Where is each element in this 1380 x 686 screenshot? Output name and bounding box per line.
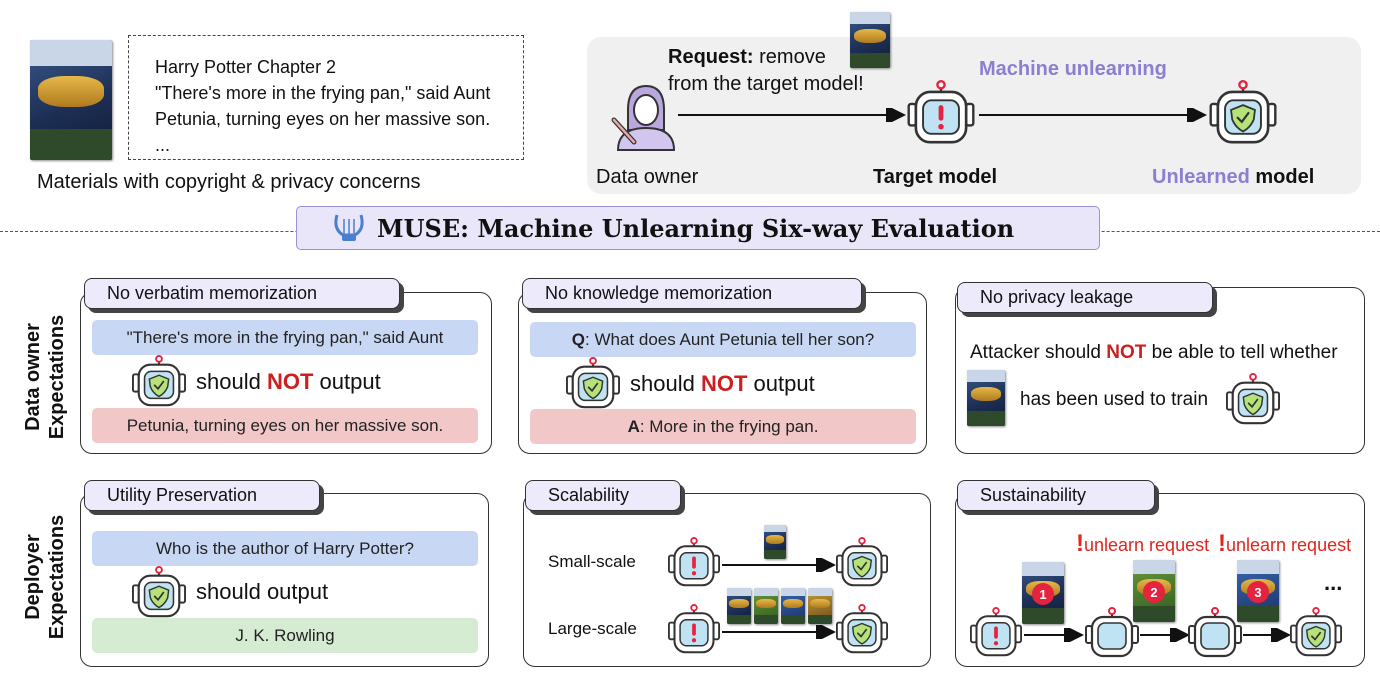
tab-scalability: Scalability [525, 480, 681, 511]
request-label: Request: [668, 46, 754, 68]
materials-caption: Materials with copyright & privacy conce… [37, 171, 421, 193]
robot-icon [1188, 607, 1242, 658]
unlearn-request-1-text: unlearn request [1084, 535, 1210, 555]
book-cover-icon [30, 40, 112, 160]
privacy-tell-text: be able to tell whether [1151, 342, 1338, 363]
utility-should-output: should output [196, 579, 329, 604]
book-number-1: 1 [1032, 583, 1054, 606]
small-scale-label: Small-scale [548, 552, 636, 571]
knowledge-should-not: should NOT output [630, 371, 815, 397]
knowledge-q-prefix: Q [571, 329, 586, 349]
knowledge-question: Q : What does Aunt Petunia tell her son? [530, 322, 916, 357]
tab-sustainability: Sustainability [957, 480, 1155, 511]
tab-privacy: No privacy leakage [957, 282, 1213, 313]
request-verb: remove [759, 46, 826, 68]
model-word: model [1255, 166, 1315, 188]
row-label-data-owner-line-1: Data owner [22, 323, 44, 431]
robot-icon [1085, 607, 1139, 658]
sustainability-ellipsis: ... [1324, 570, 1343, 595]
robot-shield-icon [834, 537, 890, 589]
excerpt-title: Harry Potter Chapter 2 [155, 57, 337, 77]
knowledge-answer-text: : More in the frying pan. [639, 416, 819, 436]
verbatim-answer: Petunia, turning eyes on her massive son… [92, 408, 478, 443]
book-cover-icon [967, 370, 1005, 426]
robot-warning-icon [666, 537, 722, 589]
verbatim-should-not: should NOT output [196, 369, 381, 395]
utility-question: Who is the author of Harry Potter? [92, 531, 478, 566]
book-cover-icon [727, 588, 751, 624]
lyre-icon [334, 214, 364, 241]
unlearned-word: Unlearned [1152, 166, 1250, 188]
utility-answer: J. K. Rowling [92, 618, 478, 653]
knowledge-output: output [753, 371, 815, 396]
banner: MUSE: Machine Unlearning Six-way Evaluat… [296, 206, 1100, 250]
data-owner-label: Data owner [596, 166, 699, 188]
arrow-icon [722, 625, 836, 639]
robot-shield-icon [834, 604, 890, 656]
knowledge-a-prefix: A [627, 416, 640, 436]
arrow-icon [1024, 628, 1084, 642]
robot-warning-icon [905, 80, 977, 147]
robot-shield-icon [130, 566, 188, 620]
arrow-icon [722, 558, 836, 572]
excerpt-line-1: "There's more in the frying pan," said A… [155, 83, 491, 103]
arrow-icon [1243, 628, 1291, 642]
request-text: Request: remove [668, 46, 826, 69]
unlearned-model-label: Unlearned model [1152, 166, 1314, 189]
robot-shield-icon [130, 355, 188, 409]
knowledge-question-text: : What does Aunt Petunia tell her son? [585, 329, 875, 349]
privacy-line-1: Attacker should NOT be able to tell whet… [970, 342, 1338, 364]
unlearn-request-2-text: unlearn request [1226, 535, 1352, 555]
book-cover-icon: 2 [1133, 560, 1175, 622]
unlearn-request-1: !unlearn request [1076, 530, 1210, 557]
book-cover-icon [850, 12, 890, 68]
book-cover-icon: 3 [1237, 560, 1279, 622]
row-label-deployer-line-1: Deployer [22, 534, 44, 620]
large-scale-label: Large-scale [548, 619, 637, 638]
row-label-deployer: Deployer Expectations [21, 497, 69, 657]
tab-utility: Utility Preservation [84, 480, 320, 511]
book-cover-icon [754, 588, 778, 624]
excerpt-line-2: Petunia, turning eyes on her massive son… [155, 109, 491, 129]
privacy-not: NOT [1106, 342, 1147, 363]
book-cover-icon [781, 588, 805, 624]
robot-shield-icon [1207, 80, 1279, 147]
tab-verbatim: No verbatim memorization [84, 278, 400, 309]
arrow-icon [678, 108, 906, 122]
arrow-icon [1140, 628, 1190, 642]
book-cover-icon [764, 525, 786, 559]
banner-title: MUSE: Machine Unlearning Six-way Evaluat… [377, 213, 1015, 243]
row-label-deployer-line-2: Expectations [46, 514, 68, 640]
verbatim-output: output [319, 369, 381, 394]
knowledge-answer: A : More in the frying pan. [530, 409, 916, 444]
knowledge-not: NOT [700, 371, 748, 396]
robot-shield-icon [1288, 607, 1344, 659]
request-text-line-2: from the target model! [668, 73, 864, 95]
robot-warning-icon [666, 604, 722, 656]
book-number-3: 3 [1247, 581, 1269, 604]
robot-shield-icon [1224, 373, 1282, 427]
excerpt-box: Harry Potter Chapter 2 "There's more in … [128, 35, 524, 160]
row-label-data-owner-line-2: Expectations [46, 314, 68, 440]
excerpt-ellipsis: ... [155, 135, 171, 155]
verbatim-not: NOT [266, 369, 314, 394]
robot-warning-icon [968, 607, 1024, 659]
knowledge-should: should [630, 371, 695, 396]
person-writing-icon [611, 84, 676, 151]
privacy-line-2: has been used to train [1020, 389, 1209, 410]
machine-unlearning-label: Machine unlearning [979, 58, 1167, 80]
book-cover-icon: 1 [1022, 562, 1064, 624]
row-label-data-owner: Data owner Expectations [21, 297, 69, 457]
tab-knowledge: No knowledge memorization [522, 278, 862, 309]
book-cover-icon [808, 588, 832, 624]
verbatim-should: should [196, 369, 261, 394]
arrow-icon [979, 108, 1207, 122]
privacy-attacker-text: Attacker should [970, 342, 1101, 363]
verbatim-prompt: "There's more in the frying pan," said A… [92, 320, 478, 355]
book-number-2: 2 [1143, 581, 1165, 604]
target-model-label: Target model [873, 166, 998, 188]
unlearn-request-2: !unlearn request [1218, 530, 1352, 557]
robot-shield-icon [564, 357, 622, 411]
